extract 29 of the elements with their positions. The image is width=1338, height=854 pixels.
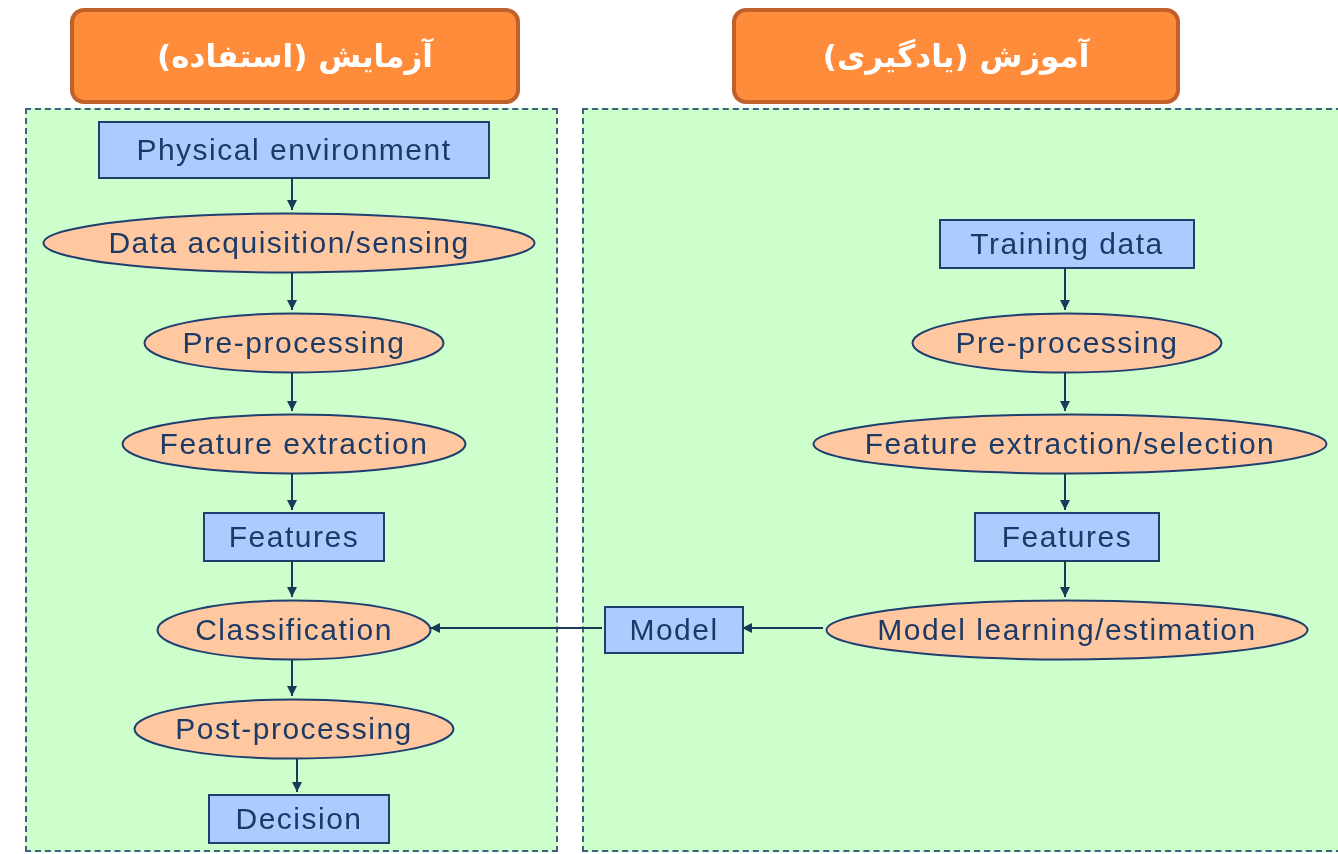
process-ellipse: Pre-processing <box>911 312 1223 374</box>
arrow <box>287 658 297 697</box>
process-ellipse: Feature extraction/selection <box>812 413 1328 475</box>
process-box: Training data <box>939 219 1195 269</box>
process-box: Model <box>604 606 744 654</box>
header-box: آزمایش (استفاده) <box>70 8 520 104</box>
process-ellipse: Feature extraction <box>121 413 467 475</box>
arrow <box>292 757 302 793</box>
process-ellipse: Pre-processing <box>143 312 445 374</box>
process-ellipse: Model learning/estimation <box>825 599 1309 661</box>
arrow <box>1060 559 1070 598</box>
arrow <box>1060 472 1070 511</box>
process-box: Decision <box>208 794 390 844</box>
process-ellipse: Post-processing <box>133 698 455 760</box>
arrow <box>287 271 297 311</box>
arrow <box>429 623 603 633</box>
arrow <box>287 371 297 412</box>
arrow <box>1060 266 1070 311</box>
arrow <box>287 559 297 598</box>
process-box: Features <box>203 512 385 562</box>
arrow <box>287 176 297 211</box>
process-box: Physical environment <box>98 121 490 179</box>
arrow <box>287 472 297 511</box>
process-ellipse: Classification <box>156 599 432 661</box>
process-box: Features <box>974 512 1160 562</box>
header-box: آموزش (یادگیری) <box>732 8 1180 104</box>
process-ellipse: Data acquisition/sensing <box>42 212 536 274</box>
arrow <box>741 623 824 633</box>
arrow <box>1060 371 1070 412</box>
